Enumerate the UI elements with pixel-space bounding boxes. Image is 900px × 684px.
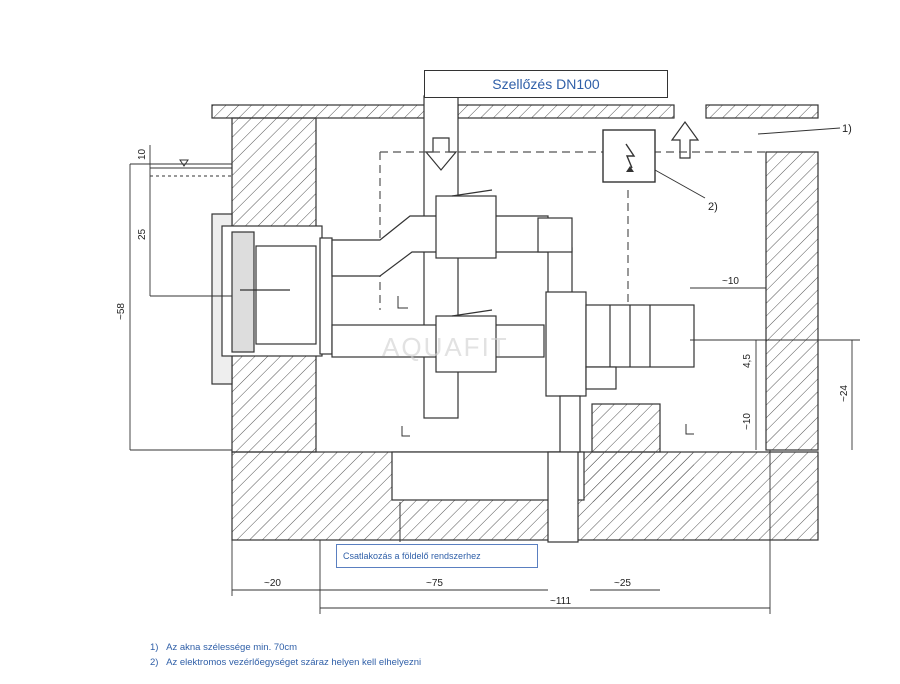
grounding-label: Csatlakozás a földelő rendszerhez [336,544,538,568]
dim-111: ~111 [550,596,571,607]
dim-20: ~20 [264,578,281,589]
footnote-2: 2) Az elektromos vezérlőegységet száraz … [150,657,422,668]
dim-10-right-top: ~10 [722,276,739,287]
control-unit [602,129,706,199]
shaft-boundary [379,151,810,310]
water-level [150,159,232,177]
pump [545,291,695,543]
footnotes: 1) Az akna szélessége min. 70cm 2) Az el… [150,640,421,670]
dim-75: ~75 [426,578,443,589]
concrete-structure [211,104,819,541]
pipework [331,189,573,373]
callout-2: 2) [708,201,718,213]
dim-4-5: 4,5 [742,354,753,368]
dim-24: ~24 [839,385,850,402]
drain-symbols [397,296,694,542]
dimension-labels: 10 25 ~58 ~10 4,5 ~10 ~24 ~20 ~75 ~25 ~1… [116,148,850,607]
ventilation-label: Szellőzés DN100 [424,70,668,98]
callout-1: 1) [842,123,852,135]
dimension-lines [129,145,860,614]
dim-25-bottom: ~25 [614,578,631,589]
dim-10-right: ~10 [742,413,753,430]
jet-nozzle [211,213,333,385]
footnote-1: 1) Az akna szélessége min. 70cm [150,642,298,653]
dim-58: ~58 [116,303,127,320]
watermark: AQUAFIT [382,332,509,362]
callouts: 1) 2) [708,123,852,213]
dim-10-top: 10 [137,148,148,160]
dim-25: 25 [137,228,148,240]
